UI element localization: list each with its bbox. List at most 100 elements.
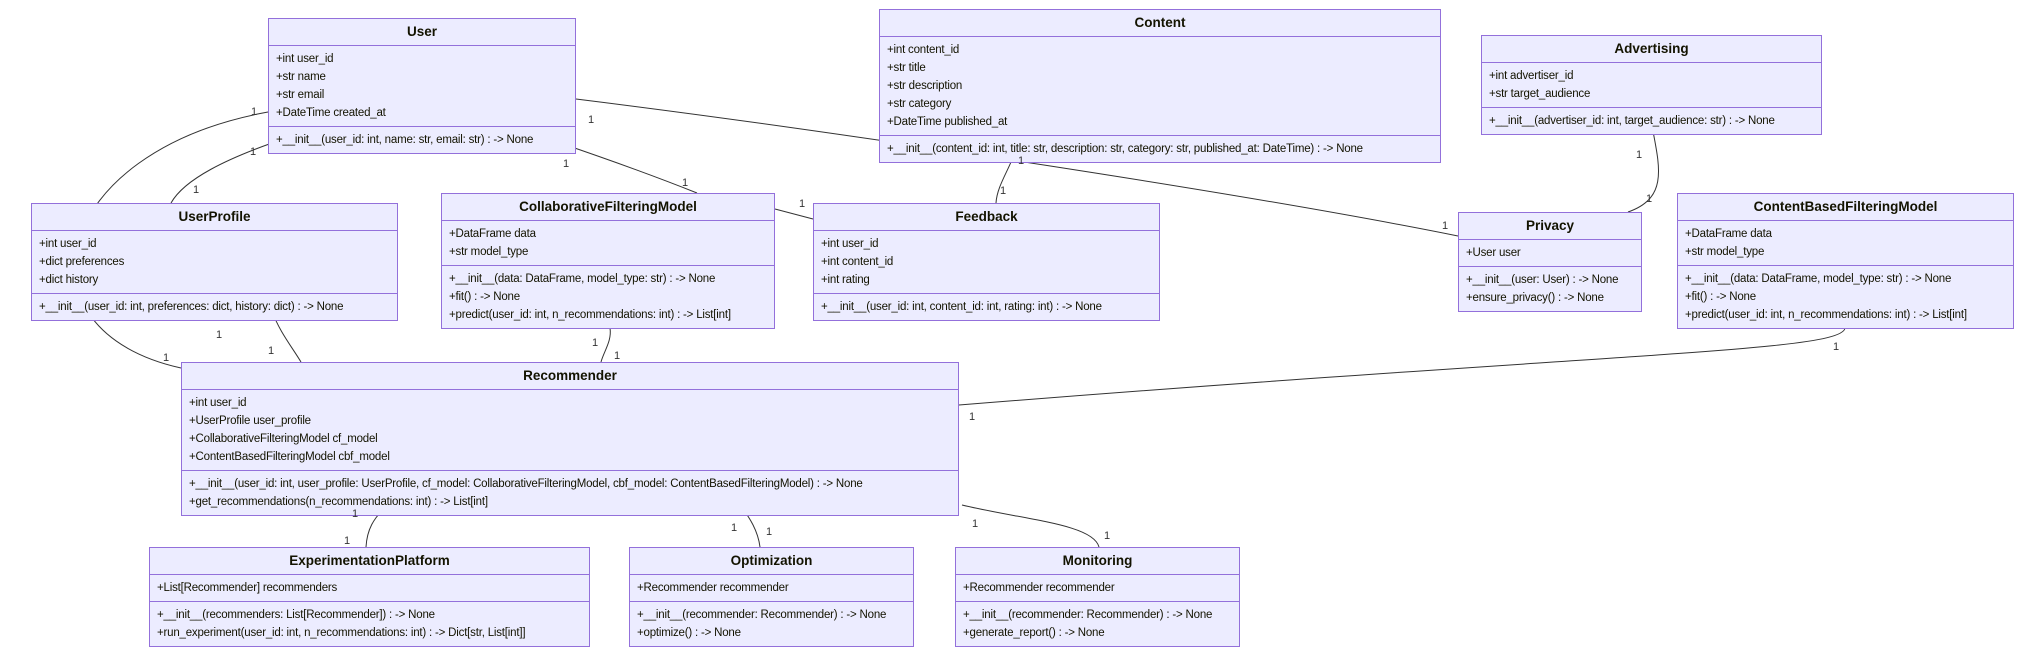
multiplicity-label: 1 (1000, 185, 1007, 197)
attribute: +int content_id (887, 44, 960, 56)
multiplicity-label: 1 (193, 184, 200, 196)
method: +__init__(data: DataFrame, model_type: s… (449, 273, 716, 285)
class-attributes: +int user_id +int content_id +int rating (814, 231, 1159, 293)
class-attributes: +int content_id +str title +str descript… (880, 37, 1440, 135)
multiplicity-label: 1 (352, 508, 359, 520)
attribute: +str email (276, 89, 325, 101)
class-title: CollaborativeFilteringModel (442, 194, 774, 221)
class-box-collaborativefilteringmodel: CollaborativeFilteringModel +DataFrame d… (441, 193, 775, 329)
class-methods: +__init__(recommender: Recommender) : ->… (630, 601, 913, 646)
multiplicity-label: 1 (216, 329, 223, 341)
attribute: +str description (887, 80, 963, 92)
method: +__init__(recommender: Recommender) : ->… (637, 609, 887, 621)
class-box-feedback: Feedback +int user_id +int content_id +i… (813, 203, 1160, 321)
class-methods: +__init__(data: DataFrame, model_type: s… (1678, 265, 2013, 328)
method: +ensure_privacy() : -> None (1466, 292, 1604, 304)
class-box-content: Content +int content_id +str title +str … (879, 9, 1441, 163)
class-attributes: +List[Recommender] recommenders (150, 575, 589, 601)
multiplicity-label: 1 (1104, 530, 1111, 542)
multiplicity-label: 1 (799, 198, 806, 210)
class-box-contentbasedfilteringmodel: ContentBasedFilteringModel +DataFrame da… (1677, 193, 2014, 329)
class-box-experimentationplatform: ExperimentationPlatform +List[Recommende… (149, 547, 590, 647)
attribute: +str model_type (449, 246, 529, 258)
multiplicity-label: 1 (682, 177, 689, 189)
attribute: +DateTime created_at (276, 107, 386, 119)
multiplicity-label: 1 (1646, 193, 1653, 205)
class-attributes: +DataFrame data +str model_type (442, 221, 774, 265)
attribute: +str category (887, 98, 952, 110)
attribute: +DataFrame data (449, 228, 536, 240)
class-methods: +__init__(user_id: int, content_id: int,… (814, 293, 1159, 320)
attribute: +ContentBasedFilteringModel cbf_model (189, 451, 390, 463)
multiplicity-label: 1 (588, 114, 595, 126)
association-line-collaborativefilteringmodel-recommender (600, 327, 611, 363)
multiplicity-label: 1 (1442, 220, 1449, 232)
class-attributes: +int user_id +UserProfile user_profile +… (182, 390, 958, 470)
attribute: +str title (887, 62, 926, 74)
class-attributes: +DataFrame data +str model_type (1678, 221, 2013, 265)
class-methods: +__init__(user_id: int, name: str, email… (269, 126, 575, 153)
method: +__init__(content_id: int, title: str, d… (887, 143, 1363, 155)
class-box-monitoring: Monitoring +Recommender recommender +__i… (955, 547, 1240, 647)
multiplicity-label: 1 (1636, 149, 1643, 161)
association-line-user-userprofile (170, 142, 273, 204)
attribute: +int user_id (821, 238, 879, 250)
class-methods: +__init__(recommenders: List[Recommender… (150, 601, 589, 646)
class-attributes: +int user_id +dict preferences +dict his… (32, 231, 397, 293)
attribute: +int user_id (189, 397, 247, 409)
class-attributes: +int user_id +str name +str email +DateT… (269, 46, 575, 126)
attribute: +int content_id (821, 256, 894, 268)
method: +__init__(user_id: int, name: str, email… (276, 134, 534, 146)
method: +run_experiment(user_id: int, n_recommen… (157, 627, 526, 639)
multiplicity-label: 1 (563, 158, 570, 170)
method: +__init__(user: User) : -> None (1466, 274, 1619, 286)
method: +__init__(data: DataFrame, model_type: s… (1685, 273, 1952, 285)
class-methods: +__init__(user_id: int, user_profile: Us… (182, 470, 958, 515)
attribute: +DateTime published_at (887, 116, 1008, 128)
class-title: Privacy (1459, 213, 1641, 240)
attribute: +dict history (39, 274, 99, 286)
attribute: +UserProfile user_profile (189, 415, 311, 427)
class-title: ExperimentationPlatform (150, 548, 589, 575)
class-title: User (269, 19, 575, 46)
class-box-user: User +int user_id +str name +str email +… (268, 18, 576, 154)
method: +optimize() : -> None (637, 627, 741, 639)
attribute: +int user_id (39, 238, 97, 250)
attribute: +str name (276, 71, 326, 83)
class-methods: +__init__(content_id: int, title: str, d… (880, 135, 1440, 162)
multiplicity-label: 1 (251, 106, 258, 118)
multiplicity-label: 1 (268, 345, 275, 357)
method: +predict(user_id: int, n_recommendations… (1685, 309, 1967, 321)
class-methods: +__init__(data: DataFrame, model_type: s… (442, 265, 774, 328)
multiplicity-label: 1 (614, 350, 621, 362)
method: +__init__(advertiser_id: int, target_aud… (1489, 115, 1775, 127)
multiplicity-label: 1 (972, 518, 979, 530)
multiplicity-label: 1 (731, 522, 738, 534)
attribute: +List[Recommender] recommenders (157, 582, 338, 594)
method: +__init__(user_id: int, content_id: int,… (821, 301, 1102, 313)
attribute: +dict preferences (39, 256, 125, 268)
class-attributes: +User user (1459, 240, 1641, 266)
association-line-collaborativefilteringmodel-feedback (774, 208, 814, 220)
attribute: +str model_type (1685, 246, 1765, 258)
class-box-privacy: Privacy +User user +__init__(user: User)… (1458, 212, 1642, 312)
multiplicity-label: 1 (592, 337, 599, 349)
attribute: +int advertiser_id (1489, 70, 1574, 82)
class-attributes: +Recommender recommender (630, 575, 913, 601)
method: +predict(user_id: int, n_recommendations… (449, 309, 731, 321)
multiplicity-label: 1 (969, 411, 976, 423)
method: +__init__(recommender: Recommender) : ->… (963, 609, 1213, 621)
method: +__init__(recommenders: List[Recommender… (157, 609, 435, 621)
method: +generate_report() : -> None (963, 627, 1105, 639)
attribute: +str target_audience (1489, 88, 1591, 100)
method: +__init__(user_id: int, preferences: dic… (39, 301, 344, 313)
multiplicity-label: 1 (344, 535, 351, 547)
class-methods: +__init__(user_id: int, preferences: dic… (32, 293, 397, 320)
class-title: UserProfile (32, 204, 397, 231)
attribute: +Recommender recommender (963, 582, 1115, 594)
class-box-optimization: Optimization +Recommender recommender +_… (629, 547, 914, 647)
multiplicity-label: 1 (1833, 341, 1840, 353)
class-box-recommender: Recommender +int user_id +UserProfile us… (181, 362, 959, 516)
method: +fit() : -> None (449, 291, 520, 303)
